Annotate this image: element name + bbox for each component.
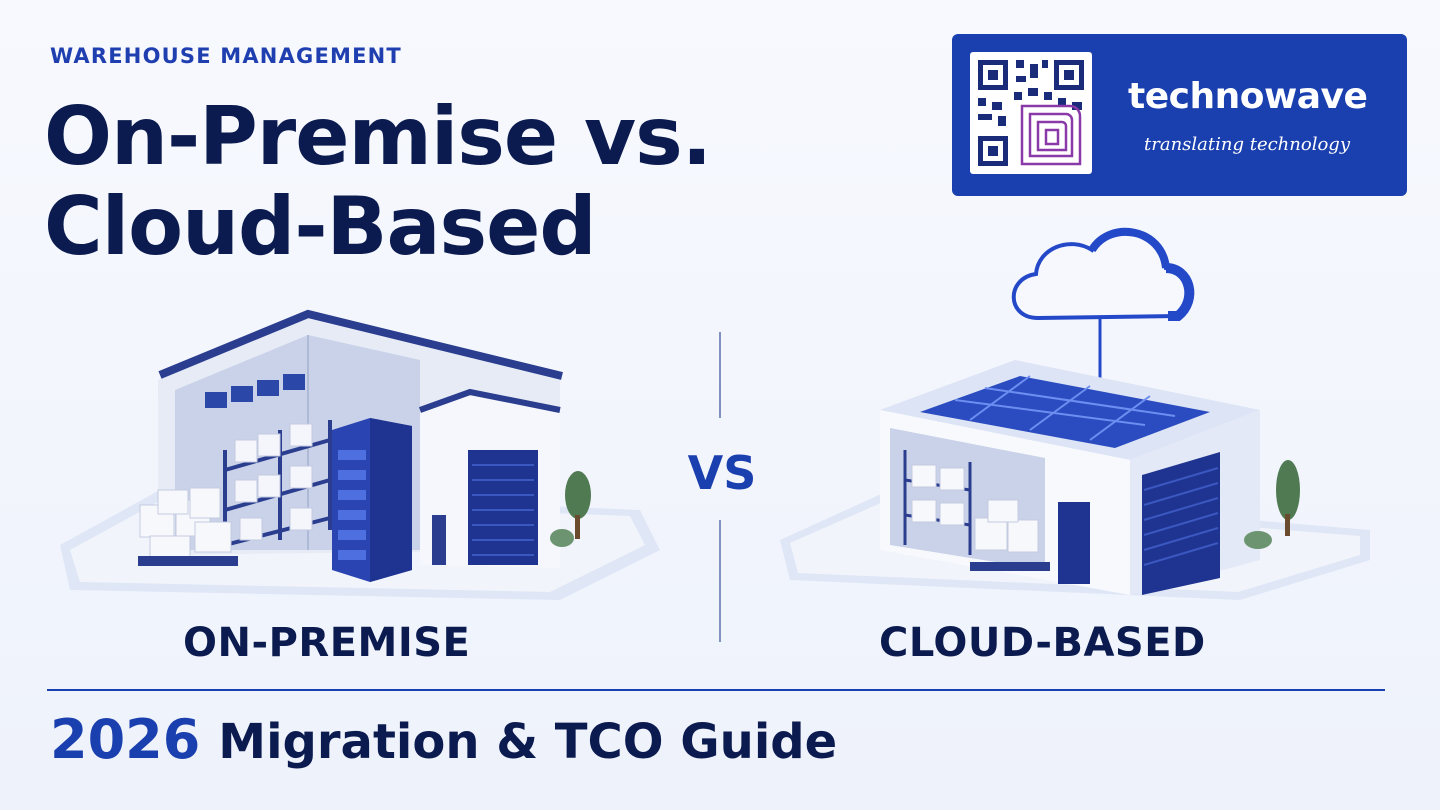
- page-title: On-Premise vs. Cloud-Based: [44, 90, 712, 273]
- eyebrow-label: WAREHOUSE MANAGEMENT: [50, 44, 402, 68]
- vs-label: VS: [687, 446, 757, 500]
- footer-divider: [47, 689, 1385, 691]
- qr-code-icon: [970, 52, 1092, 174]
- divider-top: [719, 332, 721, 418]
- on-premise-caption: ON-PREMISE: [183, 620, 471, 666]
- guide-year: 2026: [50, 708, 201, 771]
- brand-tagline: translating technology: [1144, 134, 1350, 155]
- title-line-1: On-Premise vs.: [44, 90, 712, 183]
- cloud-based-caption: CLOUD-BASED: [879, 620, 1206, 666]
- guide-footer: 2026 Migration & TCO Guide: [50, 708, 837, 771]
- cloud-based-warehouse-illustration: [770, 200, 1390, 620]
- title-line-2: Cloud-Based: [44, 180, 597, 273]
- on-premise-warehouse-illustration: [40, 300, 680, 620]
- brand-logo: technowave translating technology: [952, 34, 1407, 196]
- guide-label: Migration & TCO Guide: [218, 714, 838, 770]
- divider-bottom: [719, 520, 721, 642]
- brand-name: technowave: [1128, 76, 1368, 117]
